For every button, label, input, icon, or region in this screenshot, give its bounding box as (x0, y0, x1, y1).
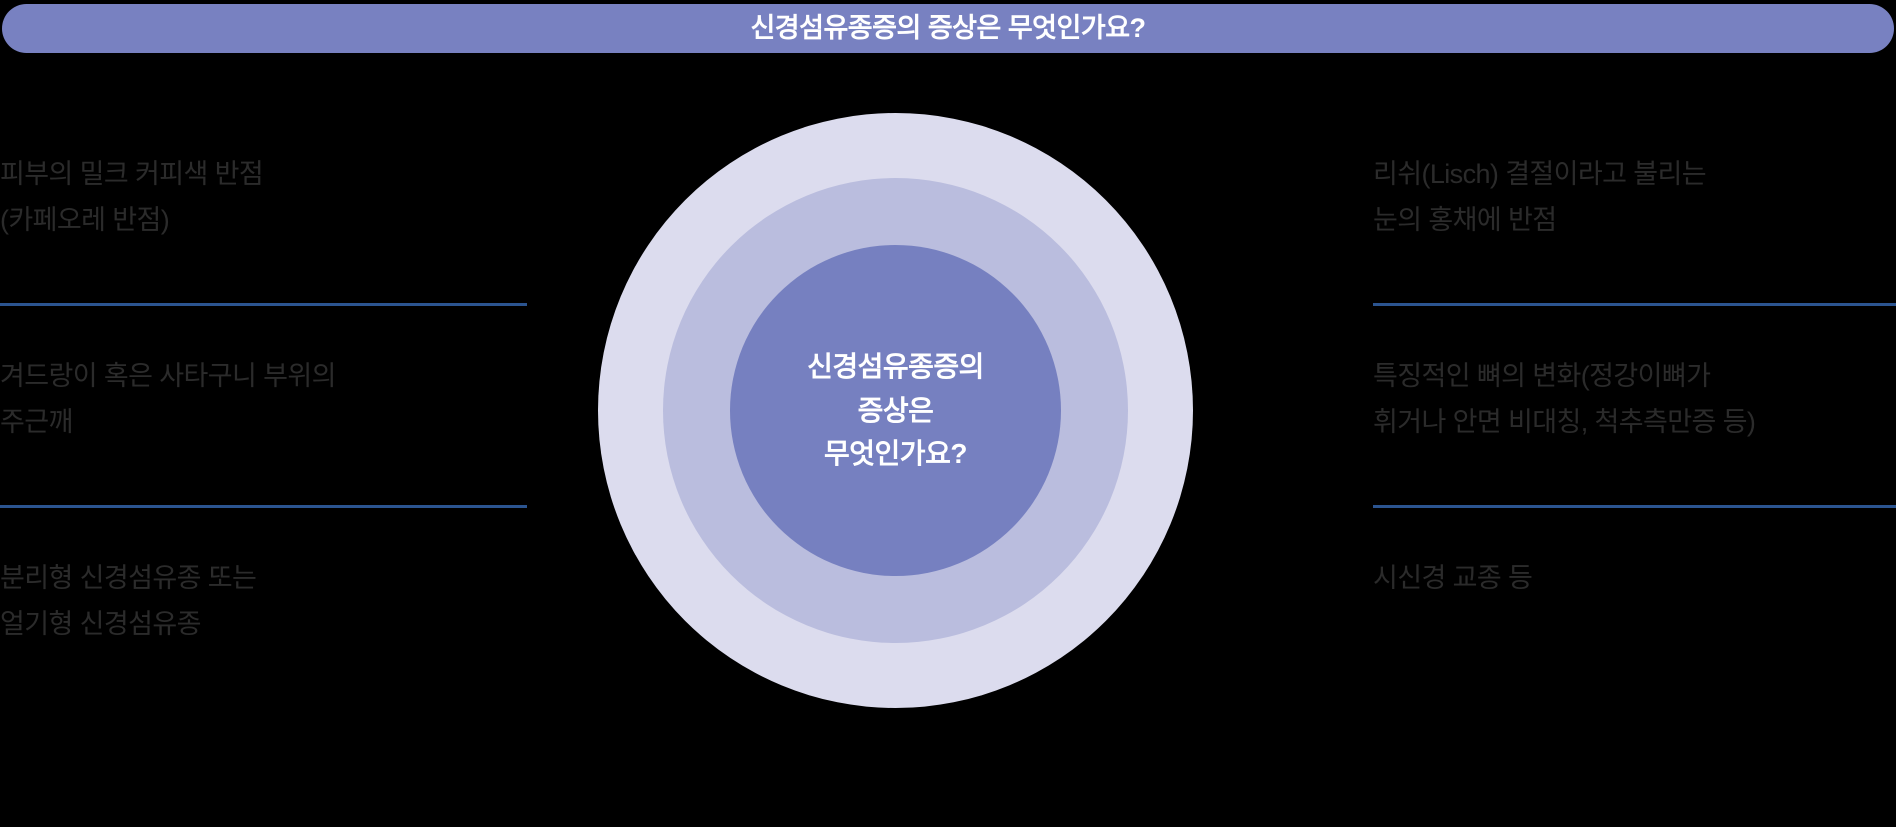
right-symptom-item-1-line-1: 리쉬(Lisch) 결절이라고 불리는 (1373, 159, 1707, 189)
left-symptom-item-3: 분리형 신경섬유종 또는 얼기형 신경섬유종 (0, 555, 257, 648)
right-symptom-item-3-line-1: 시신경 교종 등 (1373, 563, 1533, 593)
left-symptom-column: 피부의 밀크 커피색 반점 (카페오레 반점) 겨드랑이 혹은 사타구니 부위의… (0, 113, 540, 827)
page-title: 신경섬유종증의 증상은 무엇인가요? (750, 13, 1146, 43)
left-symptom-item-1: 피부의 밀크 커피색 반점 (카페오레 반점) (0, 151, 264, 244)
right-symptom-item-2-line-2: 휘거나 안면 비대칭, 척추측만증 등) (1373, 407, 1756, 438)
inner-core-circle: 신경섬유종증의 증상은 무엇인가요? (730, 245, 1061, 576)
left-symptom-item-2: 겨드랑이 혹은 사타구니 부위의 주근깨 (0, 353, 336, 446)
right-divider-2 (1373, 505, 1896, 508)
left-symptom-item-3-line-2: 얼기형 신경섬유종 (0, 609, 201, 640)
left-divider-1 (0, 303, 527, 306)
right-symptom-item-1: 리쉬(Lisch) 결절이라고 불리는 눈의 홍채에 반점 (1373, 151, 1707, 244)
right-symptom-column: 리쉬(Lisch) 결절이라고 불리는 눈의 홍채에 반점 특징적인 뼈의 변화… (1373, 113, 1896, 827)
left-symptom-item-2-line-2: 주근깨 (0, 407, 73, 438)
center-question-label: 신경섬유종증의 증상은 무엇인가요? (807, 345, 984, 475)
right-divider-1 (1373, 303, 1896, 306)
left-divider-2 (0, 505, 527, 508)
right-symptom-item-2: 특징적인 뼈의 변화(정강이뼈가 휘거나 안면 비대칭, 척추측만증 등) (1373, 353, 1756, 446)
left-symptom-item-2-line-1: 겨드랑이 혹은 사타구니 부위의 (0, 361, 336, 391)
right-symptom-item-2-line-1: 특징적인 뼈의 변화(정강이뼈가 (1373, 361, 1711, 391)
left-symptom-item-1-line-2: (카페오레 반점) (0, 205, 170, 236)
right-symptom-item-3: 시신경 교종 등 (1373, 555, 1533, 601)
center-question-line-3: 무엇인가요? (824, 438, 967, 470)
left-symptom-item-1-line-1: 피부의 밀크 커피색 반점 (0, 159, 264, 189)
right-symptom-item-1-line-2: 눈의 홍채에 반점 (1373, 205, 1557, 236)
center-question-line-1: 신경섬유종증의 (807, 351, 984, 383)
center-question-line-2: 증상은 (857, 394, 934, 426)
left-symptom-item-3-line-1: 분리형 신경섬유종 또는 (0, 563, 257, 593)
header-banner: 신경섬유종증의 증상은 무엇인가요? (2, 4, 1894, 53)
